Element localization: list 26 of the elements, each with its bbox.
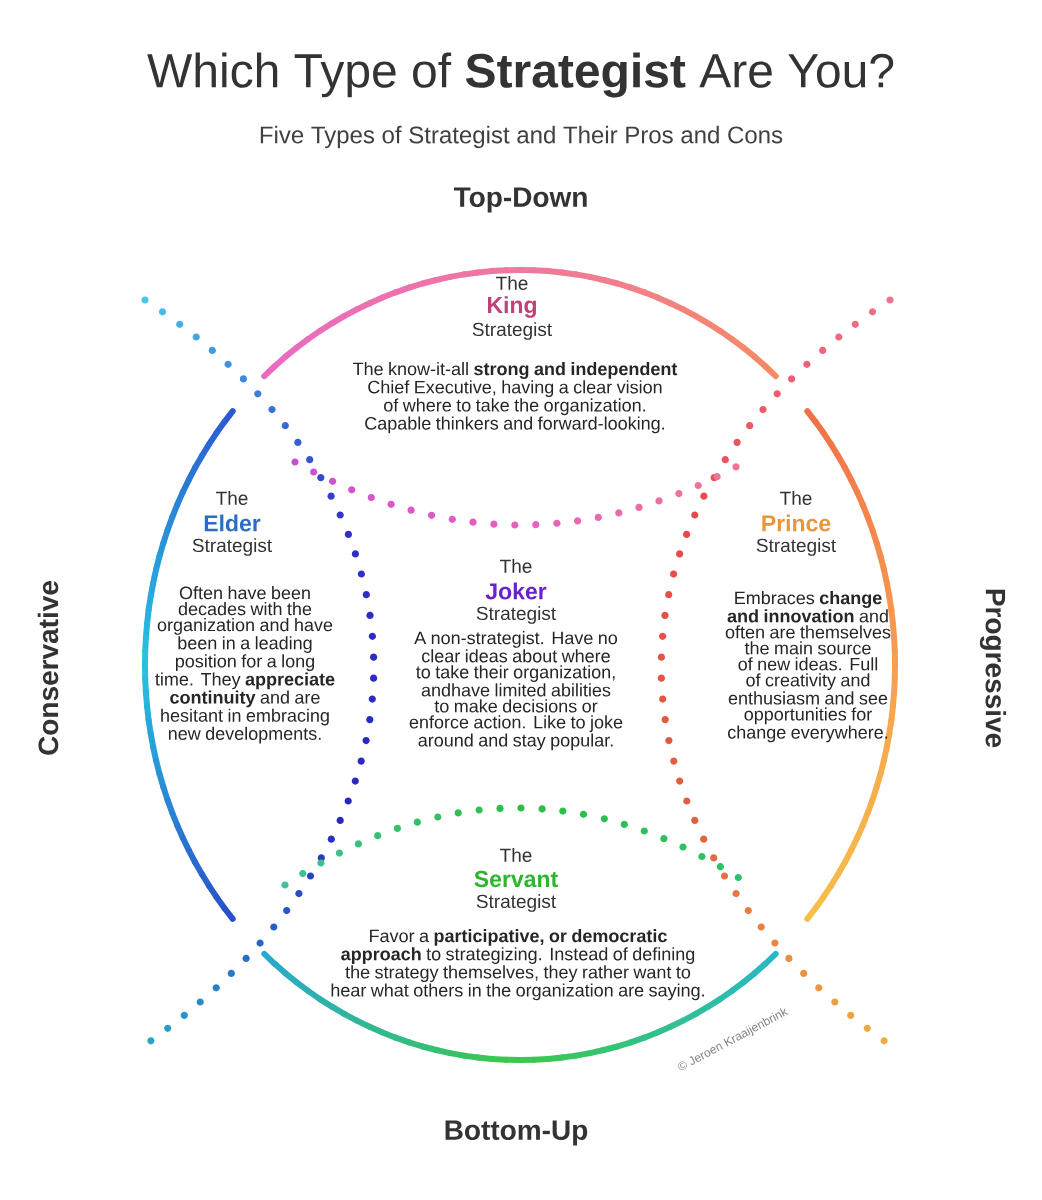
heading-text: Strategist <box>476 894 556 912</box>
axis-label: Top-Down <box>453 187 587 213</box>
heading-text: The <box>496 276 528 290</box>
description-text: Embraces change and innovation and often are themselves the main source of new ideas. Full of creativity and enthusiasm and see opportunities for change everywhere. <box>725 591 891 743</box>
heading-text: The <box>216 491 248 505</box>
title: Which Type of Strategist Are You? <box>147 52 894 98</box>
heading-text: Strategist <box>472 322 552 340</box>
description-text: Often have been decades with the organization and have been in a leading position for a long time. They appreciate continuity and are hesitant in embracing new developments. <box>155 586 335 744</box>
type-name: Elder <box>204 514 261 532</box>
description-text: The know-it-all strong and independent Chief Executive, having a clear vision of where to take the organization. Capable thinkers and forward-looking. <box>353 362 678 434</box>
type-name: Prince <box>762 514 831 532</box>
type-name: Joker <box>485 582 547 600</box>
axis-label: Progressive <box>979 589 1007 748</box>
heading-text: Strategist <box>756 538 836 556</box>
heading-text: The <box>500 848 532 862</box>
heading-text: The <box>500 559 532 573</box>
heading-text: Strategist <box>476 606 556 624</box>
axis-label: Conservative <box>37 581 59 755</box>
type-name: Servant <box>474 870 558 888</box>
axis-label: Bottom-Up <box>445 1120 588 1146</box>
heading-text: The <box>780 491 812 505</box>
subtitle: Five Types of Strategist and Their Pros and Cons <box>260 125 783 149</box>
heading-text: Strategist <box>192 538 272 556</box>
description-text: A non-strategist. Have no clear ideas about where to take their organization, andhave limited abilities to make decisions or enforce action. Like to joke around and stay popular. <box>409 631 623 751</box>
description-text: Favor a participative, or democratic approach to strategizing. Instead of defining the strategy themselves, they rather want to hear what others in the organization are saying. <box>331 929 704 1001</box>
type-name: King <box>488 296 536 318</box>
